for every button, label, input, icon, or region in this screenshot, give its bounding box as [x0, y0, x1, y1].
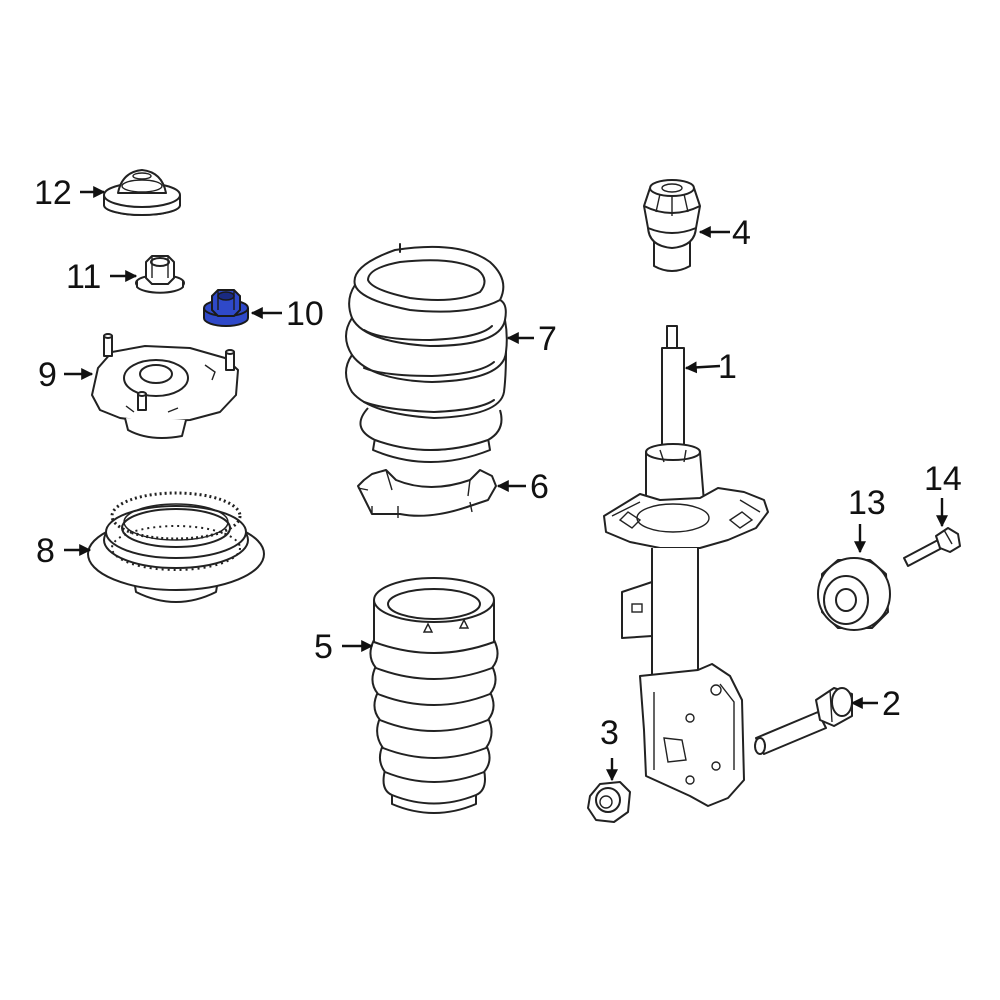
callout-2[interactable]: 2 [882, 685, 901, 723]
callout-4[interactable]: 4 [732, 214, 751, 252]
callout-12[interactable]: 12 [34, 174, 72, 212]
coil-spring-part[interactable] [345, 243, 508, 463]
callout-arrows [64, 186, 948, 782]
callout-labels: 1 2 3 4 5 6 7 8 9 10 11 12 13 14 [34, 174, 962, 752]
callout-11[interactable]: 11 [66, 258, 101, 296]
callout-8[interactable]: 8 [36, 532, 55, 570]
callout-5[interactable]: 5 [314, 628, 333, 666]
callout-9[interactable]: 9 [38, 356, 57, 394]
flange-nut-part[interactable] [135, 255, 185, 294]
spring-insulator-part[interactable] [357, 469, 497, 518]
dust-cap-part[interactable] [103, 169, 181, 216]
callout-3[interactable]: 3 [600, 714, 619, 752]
callout-14[interactable]: 14 [924, 460, 962, 498]
bushing-part[interactable] [817, 557, 891, 631]
small-bolt-part[interactable] [903, 527, 961, 567]
strut-mount-part[interactable] [91, 333, 239, 439]
callout-10[interactable]: 10 [286, 295, 324, 333]
nut-part[interactable] [587, 781, 631, 823]
callout-13[interactable]: 13 [848, 484, 886, 522]
callout-1[interactable]: 1 [718, 348, 737, 386]
callout-7[interactable]: 7 [538, 320, 557, 358]
bolt-part[interactable] [754, 687, 853, 755]
bumper-part[interactable] [643, 179, 701, 272]
mount-nut-part[interactable] [203, 289, 249, 327]
boot-part[interactable] [369, 577, 499, 814]
arrow-1 [684, 361, 721, 374]
bearing-part[interactable] [87, 491, 265, 603]
strut-part[interactable] [603, 325, 769, 807]
callout-6[interactable]: 6 [530, 468, 549, 506]
